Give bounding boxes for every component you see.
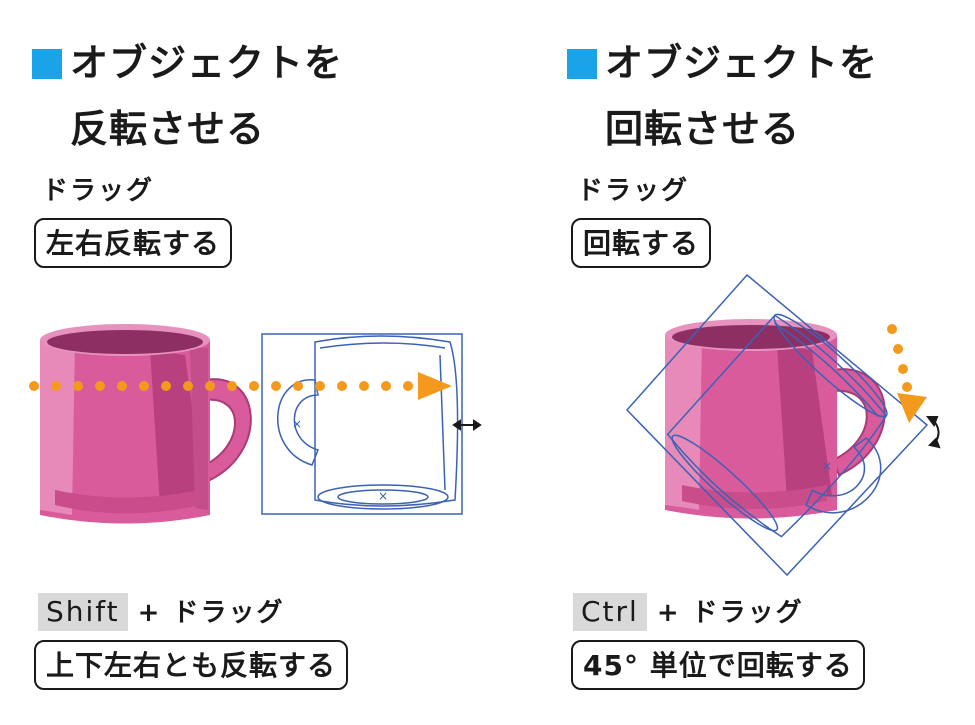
svg-text:×: × (292, 417, 302, 431)
svg-text:×: × (378, 489, 388, 503)
mug-image (665, 319, 885, 519)
rotate-modifier-plus: + ドラッグ (657, 598, 804, 628)
rotate-arrow (887, 324, 927, 423)
svg-text:×: × (822, 459, 832, 473)
flip-heading: オブジェクトを 反転させる (32, 30, 343, 162)
mug-image (40, 324, 251, 524)
shift-key: Shift (38, 593, 128, 631)
horizontal-resize-cursor-icon (454, 421, 480, 429)
flip-modifier-plus: + ドラッグ (138, 598, 285, 628)
rotate-heading: オブジェクトを 回転させる (567, 30, 878, 162)
rotate-cursor-icon (928, 417, 939, 447)
rotate-panel: オブジェクトを 回転させる ドラッグ 回転する × (487, 0, 974, 725)
rotate-illustration: × (487, 265, 975, 585)
rotate-modifier-row: Ctrl + ドラッグ (573, 592, 812, 631)
flip-modifier-action-box: 上下左右とも反転する (34, 640, 348, 690)
flip-drag-label: ドラッグ (42, 170, 154, 207)
rotate-heading-line2: 回転させる (567, 96, 878, 162)
flip-heading-line1: オブジェクトを (70, 41, 343, 85)
blue-square-icon (32, 49, 62, 79)
flipped-mug-outline: × × (262, 334, 462, 514)
rotate-drag-label: ドラッグ (577, 170, 689, 207)
rotate-modifier-action-box: 45° 単位で回転する (571, 640, 865, 690)
flip-illustration: × × (0, 300, 487, 540)
rotate-heading-line1: オブジェクトを (605, 41, 878, 85)
rotate-action-box: 回転する (571, 218, 711, 268)
flip-panel: オブジェクトを 反転させる ドラッグ 左右反転する × × (0, 0, 487, 725)
flip-heading-line2: 反転させる (32, 96, 343, 162)
flip-action-box: 左右反転する (34, 218, 232, 268)
ctrl-key: Ctrl (573, 593, 647, 631)
blue-square-icon (567, 49, 597, 79)
flip-modifier-row: Shift + ドラッグ (38, 592, 293, 631)
